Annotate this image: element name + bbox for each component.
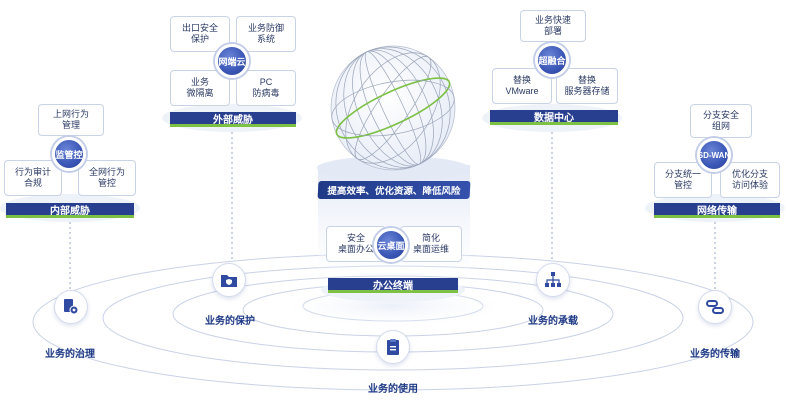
external-tl-cell: 出口安全 保护 <box>170 16 230 52</box>
center-hub: 云桌面 <box>374 228 408 262</box>
governance-label: 业务的治理 <box>45 349 95 360</box>
external-hub: 网端云 <box>215 44 249 78</box>
hierarchy-icon <box>536 263 570 297</box>
globe <box>330 45 456 171</box>
network-top-cell: 分支安全 组网 <box>690 104 752 138</box>
internal-threat-label: 内部威胁 <box>6 203 134 218</box>
shield-folder-icon <box>212 263 246 297</box>
external-bl-cell: 业务 微隔离 <box>170 70 230 106</box>
internal-right-cell: 全网行为 管控 <box>78 160 136 196</box>
link-icon <box>698 290 732 324</box>
network-hub: SD-WAN <box>697 138 731 172</box>
document-icon <box>376 330 410 364</box>
transport-label: 业务的传输 <box>690 349 740 360</box>
network-right-cell: 优化分支 访问体验 <box>720 162 780 198</box>
protection-label: 业务的保护 <box>205 316 255 327</box>
usage-label: 业务的使用 <box>368 384 418 395</box>
connector-lines <box>69 132 716 290</box>
datacenter-right-cell: 替换 服务器存储 <box>556 68 618 104</box>
gear-document-icon <box>54 290 88 324</box>
center-banner: 提高效率、优化资源、降低风险 <box>317 181 471 199</box>
support-label: 业务的承载 <box>528 316 578 327</box>
office-terminal-label: 办公终端 <box>328 278 458 293</box>
center-right-cell: 简化 桌面运维 <box>400 226 462 262</box>
internal-left-cell: 行为审计 合规 <box>4 160 62 196</box>
network-label: 网络传输 <box>654 203 780 218</box>
datacenter-top-cell: 业务快速 部署 <box>520 10 586 42</box>
datacenter-hub: 超融合 <box>535 43 569 77</box>
datacenter-label: 数据中心 <box>490 110 618 125</box>
external-tr-cell: 业务防御 系统 <box>236 16 296 52</box>
external-br-cell: PC 防病毒 <box>236 70 296 106</box>
internal-hub: 监管控 <box>52 137 86 171</box>
internal-top-cell: 上网行为 管理 <box>38 104 104 136</box>
external-threat-label: 外部威胁 <box>170 112 296 127</box>
